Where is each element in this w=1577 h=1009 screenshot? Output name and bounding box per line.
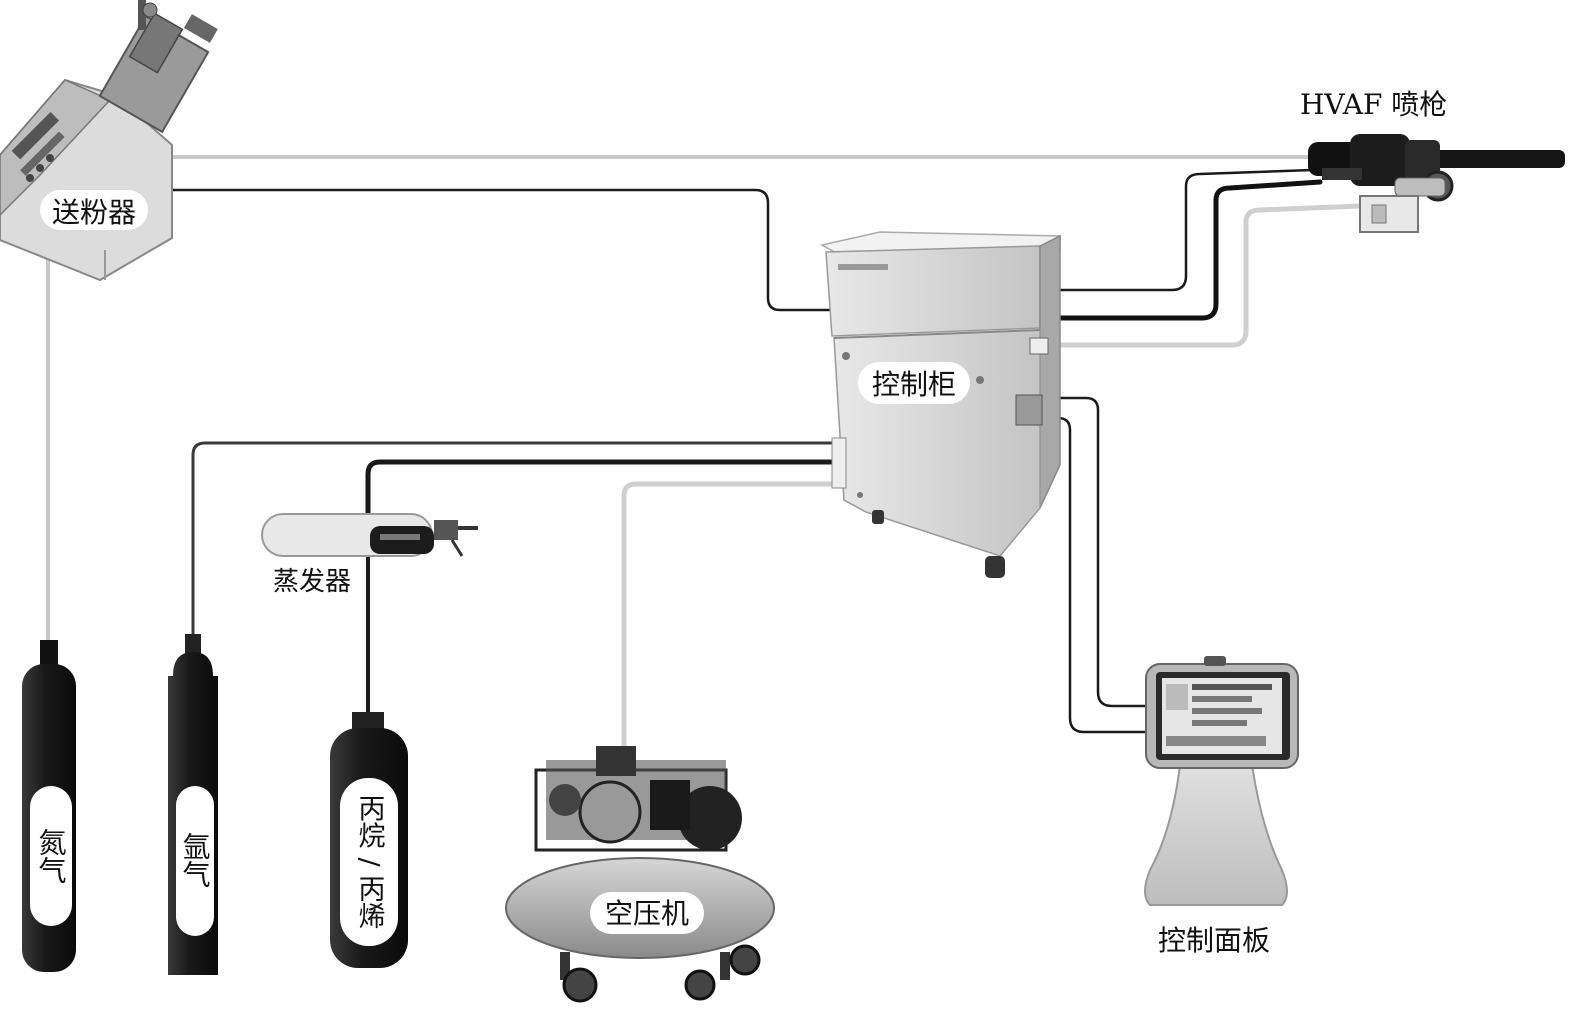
- line-cabinet-to-gun-1: [1050, 168, 1314, 292]
- label-control-panel: 控制面板: [1158, 924, 1270, 957]
- label-control-cabinet: 控制柜: [872, 368, 956, 401]
- line-cabinet-to-gun-2: [1049, 179, 1323, 321]
- hvaf-gun: [1308, 134, 1565, 233]
- line-cabinet-to-panel-2: [1046, 416, 1150, 734]
- nitrogen-cylinder: [22, 640, 76, 972]
- control-panel: [1144, 656, 1299, 906]
- label-nitrogen: 氮气: [35, 828, 68, 884]
- air-compressor: [505, 746, 775, 1003]
- argon-cylinder: [168, 634, 218, 975]
- label-air-compressor: 空压机: [605, 897, 689, 930]
- connection-lines: [46, 155, 1363, 748]
- line-cabinet-to-panel-1: [1050, 396, 1150, 708]
- line-cabinet-to-argon: [191, 441, 842, 642]
- label-bg-control-cabinet: [858, 362, 970, 404]
- control-cabinet: [819, 231, 1061, 578]
- line-feeder-to-cabinet: [160, 188, 840, 312]
- line-cabinet-to-compressor: [621, 481, 843, 748]
- line-cabinet-to-evaporator: [365, 459, 843, 521]
- label-powder-feeder: 送粉器: [52, 196, 136, 229]
- label-bg-air-compressor: [590, 892, 704, 934]
- line-cabinet-to-gun-3: [1049, 203, 1363, 348]
- label-argon: 氩气: [179, 832, 212, 888]
- label-hvaf-gun: HVAF 喷枪: [1300, 88, 1447, 121]
- evaporator: [261, 513, 478, 557]
- powder-feeder: [0, 0, 218, 282]
- label-bg-powder-feeder: [40, 190, 148, 230]
- label-propane: 丙烷 / 丙烯: [354, 795, 386, 929]
- propane-cylinder: [330, 712, 408, 968]
- label-evaporator: 蒸发器: [273, 567, 351, 597]
- labels: HVAF 喷枪 送粉器 控制柜 蒸发器 空压机 控制面板 氮气 氩气 丙烷 / …: [35, 88, 1448, 957]
